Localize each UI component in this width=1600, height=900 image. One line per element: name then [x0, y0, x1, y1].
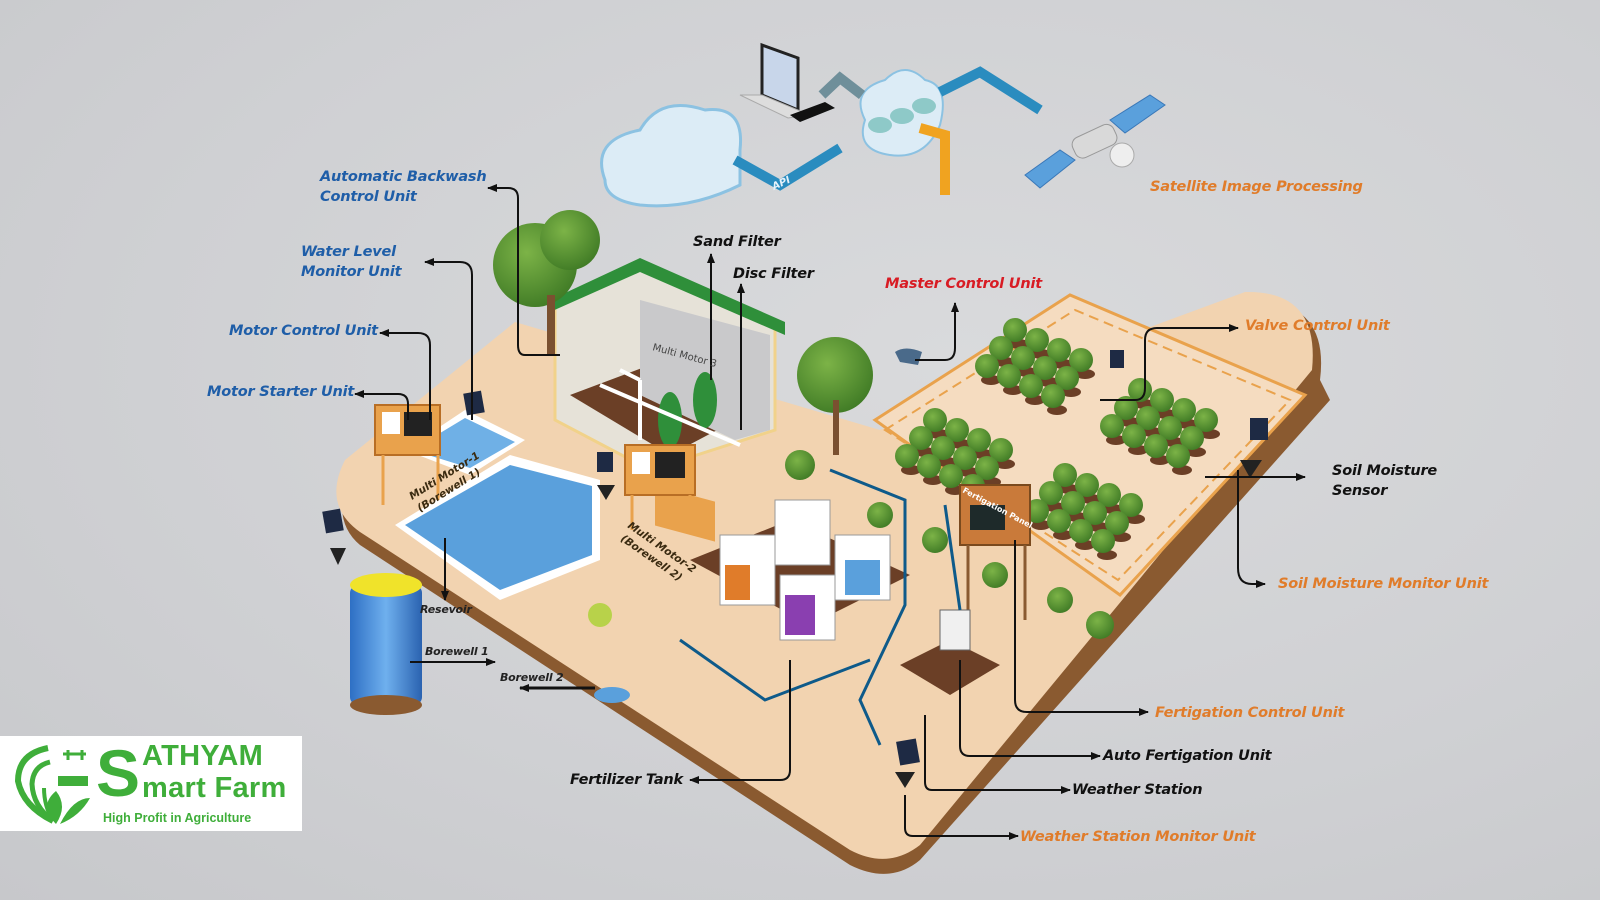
- soil-moisture-sensor-line2: Sensor: [1332, 483, 1388, 499]
- crop-tree: [997, 364, 1021, 388]
- leader-lines: [354, 184, 1306, 840]
- crop-tree: [1053, 463, 1077, 487]
- reservoir-label: Resevoir: [420, 603, 472, 616]
- crop-tree: [1172, 398, 1196, 422]
- sand-filter-label: Sand Filter: [693, 234, 781, 250]
- crop-tree: [923, 408, 947, 432]
- automatic-backwash-label: Automatic Backwash Control Unit: [320, 167, 487, 207]
- crop-tree: [1011, 346, 1035, 370]
- crop-tree: [909, 426, 933, 450]
- crop-tree: [975, 456, 999, 480]
- crop-tree: [1114, 396, 1138, 420]
- logo-emblem-icon: [14, 745, 90, 824]
- crop-tree: [1047, 509, 1071, 533]
- crop-tree: [1194, 408, 1218, 432]
- crop-tree: [1069, 519, 1093, 543]
- motor-starter-label: Motor Starter Unit: [207, 384, 355, 400]
- crop-trees: [895, 318, 1220, 560]
- water-level-line1: Water Level: [301, 244, 396, 260]
- crop-tree: [1003, 318, 1027, 342]
- crop-tree: [1083, 501, 1107, 525]
- crop-tree: [967, 428, 991, 452]
- satellite-label: Satellite Image Processing: [1150, 179, 1363, 195]
- laptop-icon: [739, 42, 835, 122]
- crop-tree: [1097, 483, 1121, 507]
- cloud-storage-icon: [600, 104, 743, 208]
- fertilizer-tanks: [690, 499, 910, 641]
- crop-tree: [1039, 481, 1063, 505]
- crop-tree: [1061, 491, 1085, 515]
- auto-fertigation-unit: [900, 609, 1000, 695]
- logo-line1: ATHYAM: [142, 740, 264, 772]
- soil-moisture-monitor-label: Soil Moisture Monitor Unit: [1278, 576, 1489, 592]
- sathyam-smart-farm-logo: S ATHYAM mart Farm High Profit in Agricu…: [0, 736, 302, 831]
- pipes: [679, 468, 962, 746]
- crop-tree: [1055, 366, 1079, 390]
- crop-tree: [1041, 384, 1065, 408]
- crop-tree: [939, 464, 963, 488]
- logo-tagline: High Profit in Agriculture: [103, 811, 252, 825]
- crop-tree: [1069, 348, 1093, 372]
- weather-station-label: Weather Station: [1072, 782, 1203, 798]
- satellite-icon: [1024, 94, 1166, 189]
- crop-tree: [1150, 388, 1174, 412]
- master-control-label: Master Control Unit: [885, 276, 1042, 292]
- crop-tree: [975, 354, 999, 378]
- crop-tree: [1025, 328, 1049, 352]
- soil-moisture-sensor-label: Soil Moisture Sensor: [1332, 461, 1437, 501]
- big-trees: [493, 210, 1114, 639]
- crop-tree: [917, 454, 941, 478]
- crop-tree: [1119, 493, 1143, 517]
- crop-tree: [1075, 473, 1099, 497]
- crop-tree: [1047, 338, 1071, 362]
- solar-sensors: [322, 348, 1268, 788]
- valve-control-label: Valve Control Unit: [1245, 318, 1390, 334]
- crop-tree: [1158, 416, 1182, 440]
- auto-fertigation-label: Auto Fertigation Unit: [1103, 748, 1272, 764]
- logo-wordmark: S ATHYAM mart Farm: [96, 740, 287, 806]
- data-flow-arrows: [732, 66, 1043, 195]
- disc-filter-label: Disc Filter: [733, 266, 814, 282]
- water-level-label: Water Level Monitor Unit: [301, 242, 402, 282]
- database-cloud-icon: [859, 69, 944, 157]
- weather-station-monitor-label: Weather Station Monitor Unit: [1020, 829, 1256, 845]
- crop-tree: [1136, 406, 1160, 430]
- crop-tree: [1033, 356, 1057, 380]
- crop-tree: [989, 438, 1013, 462]
- crop-tree: [1144, 434, 1168, 458]
- automatic-backwash-line1: Automatic Backwash: [320, 169, 487, 185]
- crop-tree: [1105, 511, 1129, 535]
- fertigation-control-label: Fertigation Control Unit: [1155, 705, 1345, 721]
- crop-tree: [1166, 444, 1190, 468]
- crop-tree: [895, 444, 919, 468]
- borewell-1-label: Borewell 1: [425, 645, 489, 658]
- motor-board-2: [624, 444, 696, 530]
- water-level-line2: Monitor Unit: [301, 264, 402, 280]
- crop-tree: [1091, 529, 1115, 553]
- borewell-2-label: Borewell 2: [500, 671, 564, 684]
- automatic-backwash-line2: Control Unit: [320, 189, 417, 205]
- logo-brand-letter: S: [96, 736, 141, 810]
- crop-tree: [1019, 374, 1043, 398]
- filter-shed: [550, 258, 785, 542]
- crop-tree: [1100, 414, 1124, 438]
- motor-control-label: Motor Control Unit: [229, 323, 378, 339]
- logo-line2: mart Farm: [142, 772, 287, 804]
- crop-tree: [931, 436, 955, 460]
- fertilizer-tank-label: Fertilizer Tank: [570, 772, 684, 788]
- crop-tree: [989, 336, 1013, 360]
- crop-tree: [1180, 426, 1204, 450]
- borewell-tank: [350, 573, 630, 715]
- crop-tree: [945, 418, 969, 442]
- crop-tree: [1122, 424, 1146, 448]
- logo-title: ATHYAM mart Farm: [142, 740, 287, 804]
- crop-tree: [953, 446, 977, 470]
- soil-moisture-sensor-line1: Soil Moisture: [1332, 463, 1438, 479]
